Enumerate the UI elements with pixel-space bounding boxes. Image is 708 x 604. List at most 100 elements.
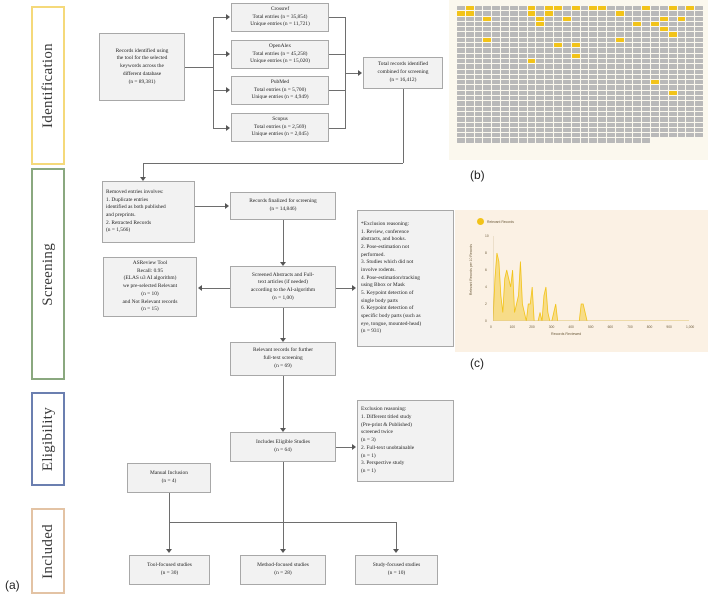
record-cell bbox=[642, 53, 651, 58]
record-cell bbox=[571, 80, 580, 85]
record-cell bbox=[536, 69, 545, 74]
record-cell bbox=[474, 117, 483, 122]
record-cell bbox=[686, 11, 695, 16]
record-cell bbox=[606, 37, 615, 43]
record-cell bbox=[492, 138, 501, 143]
record-cell bbox=[483, 37, 492, 43]
record-cell bbox=[545, 127, 554, 133]
record-cell bbox=[615, 127, 624, 133]
record-cell bbox=[527, 85, 536, 90]
record-cell bbox=[474, 80, 483, 85]
record-cell bbox=[501, 111, 509, 117]
record-cell bbox=[536, 74, 545, 80]
record-cell bbox=[545, 48, 554, 53]
record-cell bbox=[465, 32, 474, 37]
record-cell bbox=[536, 96, 545, 101]
record-cell bbox=[554, 111, 562, 117]
record-cell bbox=[483, 96, 492, 101]
record-cell bbox=[465, 27, 474, 32]
box-relevant-records: Relevant records for further full-text s… bbox=[230, 342, 336, 376]
record-cell bbox=[686, 37, 695, 43]
record-cell bbox=[651, 37, 659, 43]
record-cell bbox=[624, 85, 633, 90]
record-cell bbox=[527, 27, 536, 32]
record-cell bbox=[545, 80, 554, 85]
record-cell bbox=[606, 11, 615, 16]
record-cell bbox=[518, 43, 527, 48]
record-cell bbox=[642, 48, 651, 53]
record-cell bbox=[492, 85, 501, 90]
box-pubmed: PubMed Total entries (n = 5,700) Unique … bbox=[231, 76, 329, 105]
record-cell bbox=[668, 32, 677, 37]
box-openalex: OpenAlex Total entries (n = 45,258) Uniq… bbox=[231, 40, 329, 69]
record-cell bbox=[651, 106, 659, 111]
record-cell bbox=[483, 122, 492, 127]
record-cell bbox=[669, 138, 677, 142]
record-cell bbox=[465, 58, 474, 64]
record-cell bbox=[598, 106, 606, 111]
record-cell bbox=[589, 117, 598, 122]
record-cell bbox=[554, 122, 562, 127]
record-cell bbox=[457, 96, 465, 101]
record-cell bbox=[606, 80, 615, 85]
connector-relevant-down bbox=[283, 376, 284, 428]
record-cell bbox=[695, 96, 703, 101]
record-cell bbox=[589, 43, 598, 48]
record-cell bbox=[651, 122, 659, 127]
record-cell bbox=[509, 101, 518, 106]
record-cell bbox=[536, 111, 545, 117]
record-cell bbox=[589, 11, 598, 16]
record-cell bbox=[527, 32, 536, 37]
record-cell bbox=[457, 74, 465, 80]
record-cell bbox=[677, 27, 686, 32]
record-cell bbox=[518, 64, 527, 69]
stage-label-screening-text: Screening bbox=[39, 242, 56, 306]
record-cell bbox=[659, 74, 668, 80]
record-cell bbox=[501, 64, 509, 69]
record-cell bbox=[562, 27, 571, 32]
stage-label-included-text: Included bbox=[39, 523, 56, 579]
record-cell bbox=[474, 101, 483, 106]
record-cell bbox=[695, 74, 703, 80]
record-cell bbox=[642, 101, 651, 106]
legend-marker-relevant-records bbox=[477, 218, 484, 225]
record-cell bbox=[554, 96, 562, 101]
record-cell bbox=[509, 11, 518, 16]
record-cell bbox=[651, 21, 659, 27]
record-cell bbox=[633, 122, 642, 127]
record-cell bbox=[695, 133, 703, 138]
record-cell bbox=[686, 43, 695, 48]
record-cell bbox=[562, 111, 571, 117]
record-cell bbox=[606, 133, 615, 138]
record-cell bbox=[659, 58, 668, 64]
record-cell bbox=[483, 64, 492, 69]
chart-y-tick-label: 8 bbox=[485, 251, 487, 255]
record-cell bbox=[571, 16, 580, 21]
record-cell bbox=[518, 85, 527, 90]
record-cell bbox=[580, 32, 589, 37]
connector-split-vertical bbox=[213, 17, 214, 129]
record-cell bbox=[659, 43, 668, 48]
record-cell bbox=[554, 37, 562, 43]
record-cell bbox=[545, 37, 554, 43]
record-cell bbox=[483, 32, 492, 37]
record-cell bbox=[457, 58, 465, 64]
record-cell bbox=[492, 11, 501, 16]
record-cell bbox=[580, 122, 589, 127]
record-cell bbox=[492, 69, 501, 74]
box-combined-records: Total records identified combined for sc… bbox=[363, 57, 443, 89]
record-cell bbox=[562, 58, 571, 64]
record-cell bbox=[562, 80, 571, 85]
record-cell bbox=[668, 111, 677, 117]
connector-down-to-removed bbox=[143, 163, 144, 177]
record-cell bbox=[474, 32, 483, 37]
record-cell bbox=[571, 6, 580, 11]
box-method-focused-studies: Method-focused studies (n = 28) bbox=[240, 555, 326, 585]
record-cell bbox=[651, 74, 659, 80]
chart-y-tick-label: 10 bbox=[485, 234, 489, 238]
record-cell bbox=[624, 27, 633, 32]
record-cell bbox=[615, 122, 624, 127]
record-cell bbox=[527, 122, 536, 127]
record-cell bbox=[615, 138, 624, 143]
